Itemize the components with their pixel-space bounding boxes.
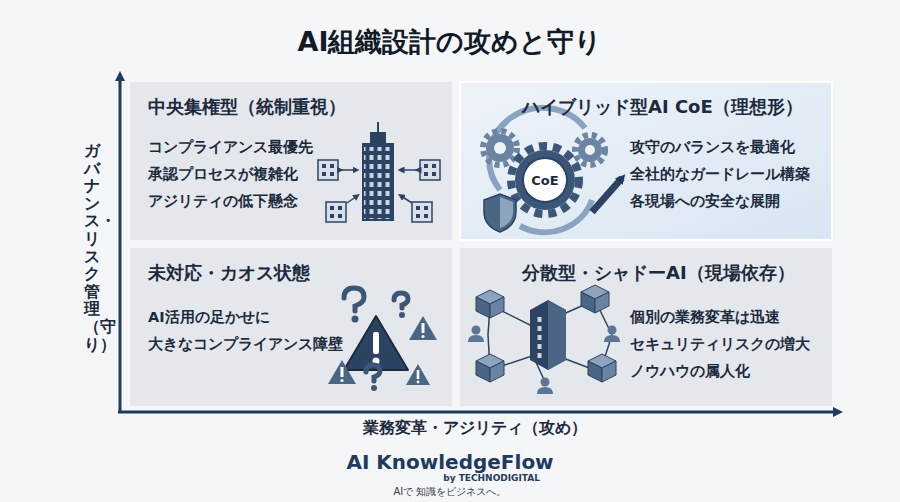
quadrant-point: ノウハウの属人化 <box>630 358 750 385</box>
logo-subtext: by TECHNODIGITAL <box>443 473 540 483</box>
building-icon <box>318 122 440 222</box>
tagline: AIで 知識をビジネスへ。 <box>394 485 507 499</box>
quadrant-bg <box>460 82 832 240</box>
quadrant-point: 攻守のバランスを最適化 <box>630 134 795 161</box>
quadrant-bg <box>460 248 832 406</box>
axis-label: ガバナンス・リスク管理（守り） <box>84 142 100 353</box>
y-axis <box>119 76 122 412</box>
quadrant-point: 承認プロセスが複雑化 <box>148 161 298 188</box>
gear-label: CoE <box>531 173 558 188</box>
quadrant-box: 中央集権型（統制重視） コンプライアンス最優先承認プロセスが複雑化アジリティの低下… <box>130 82 452 240</box>
quadrant-point: 全社的なガードレール構築 <box>630 161 810 188</box>
quadrant-point: AI活用の足かせに 大きなコンプライアンス障壁 <box>148 304 353 358</box>
quadrant-point: アジリティの低下懸念 <box>148 188 298 215</box>
gear-icon <box>483 108 622 233</box>
quadrant-box: ハイブリッド型AI CoE（理想形） 攻守のバランスを最適化全社的なガードレール構… <box>460 82 832 240</box>
quadrant-heading: 中央集権型（統制重視） <box>148 95 346 119</box>
x-axis <box>118 411 838 414</box>
axis-label: 業務変革・アジリティ（攻め） <box>363 418 587 439</box>
quadrant-bg <box>130 82 452 240</box>
quadrant-point: コンプライアンス最優先 <box>148 134 313 161</box>
quadrant-heading: 分散型・シャドーAI（現場依存） <box>522 261 795 285</box>
quadrant-box: 未対応・カオス状態 AI活用の足かせに 大きなコンプライアンス障壁 <box>130 248 452 406</box>
quadrant-point: 各現場への安全な展開 <box>630 188 780 215</box>
warning-icon <box>328 288 437 391</box>
quadrant-heading: 未対応・カオス状態 <box>148 261 310 285</box>
quadrant-bg <box>130 248 452 406</box>
diagram-title: AI組織設計の攻めと守り <box>298 24 603 60</box>
logo-text: AI KnowledgeFlow <box>346 450 553 474</box>
quadrant-heading: ハイブリッド型AI CoE（理想形） <box>522 95 803 119</box>
quadrant-point: 個別の業務変革は迅速 <box>630 304 780 331</box>
quadrant-point: セキュリティリスクの増大 <box>630 331 810 358</box>
quadrant-box: 分散型・シャドーAI（現場依存） 個別の業務変革は迅速セキュリティリスクの増大ノウ… <box>460 248 832 406</box>
network-icon <box>468 285 620 394</box>
